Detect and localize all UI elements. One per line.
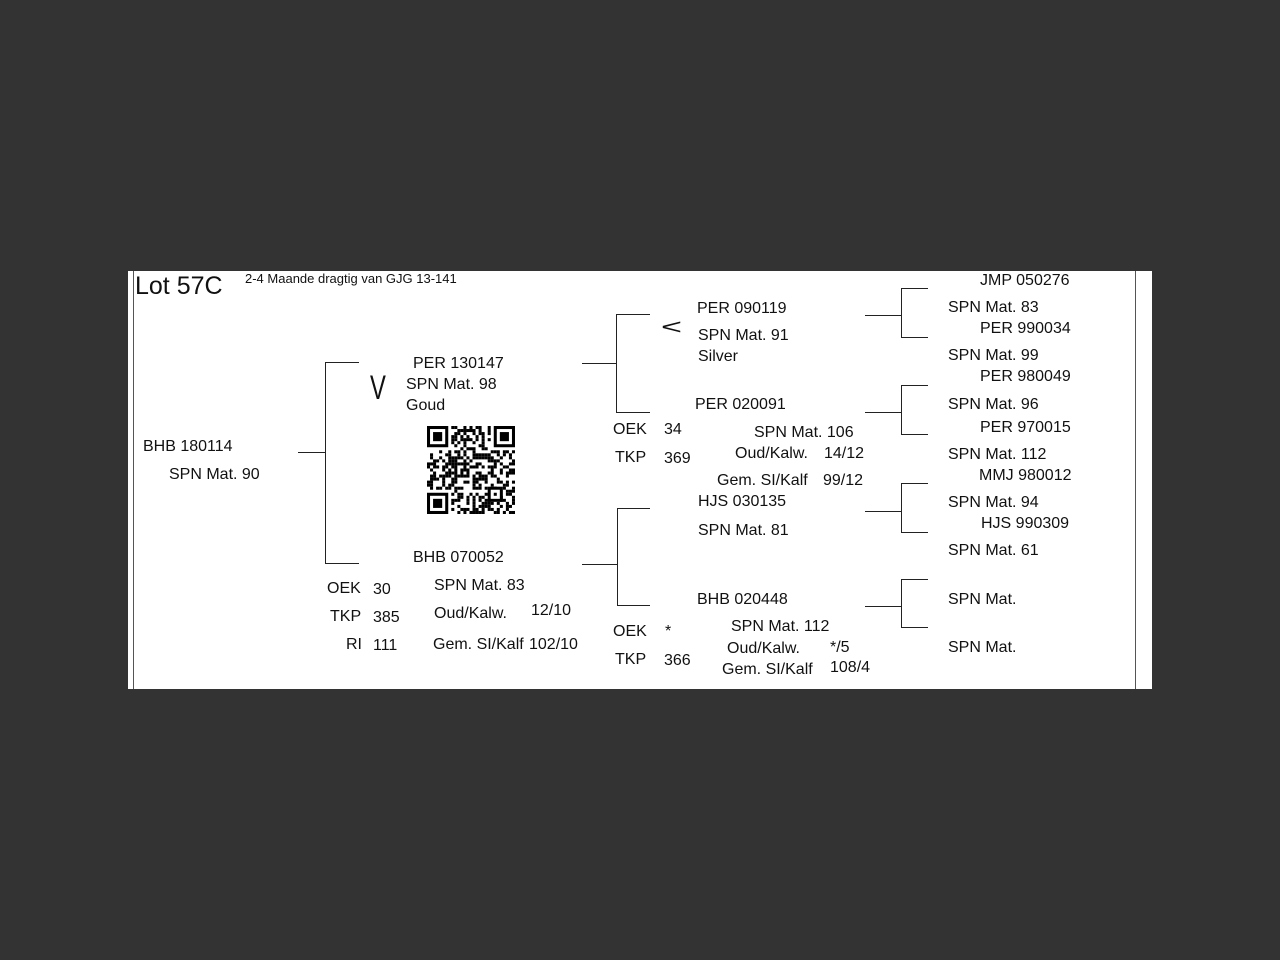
dam-stat-label: OEK (327, 580, 361, 597)
pedigree-card: Lot 57C 2-4 Maande dragtig van GJG 13-14… (128, 271, 1152, 689)
connector-line (325, 362, 359, 363)
sire-mat: SPN Mat. 98 (406, 376, 497, 393)
ggp-mat: SPN Mat. 61 (948, 542, 1039, 559)
dd-stat-value: * (665, 623, 672, 640)
sd-stat-value: 369 (664, 450, 691, 467)
connector-line (901, 532, 928, 533)
dd-stat-label: TKP (615, 651, 647, 668)
ss-award: Silver (698, 348, 739, 365)
sd-oud-value: 14/12 (824, 445, 865, 462)
dam-stat-value: 111 (373, 637, 398, 654)
connector-line (901, 434, 928, 435)
connector-line (865, 412, 901, 413)
sire-award: Goud (406, 397, 446, 414)
connector-line (616, 412, 650, 413)
connector-line (616, 314, 650, 315)
ds-id: HJS 030135 (698, 493, 787, 510)
connector-line (901, 288, 928, 289)
connector-line (901, 483, 928, 484)
connector-line (617, 508, 618, 605)
dam-gem-label: Gem. SI/Kalf (433, 636, 524, 653)
dam-oud-label: Oud/Kalw. (434, 605, 507, 622)
connector-line (617, 605, 650, 606)
dam-stat-value: 30 (373, 581, 391, 598)
dd-gem-label: Gem. SI/Kalf (722, 661, 813, 678)
lot-subtitle: 2-4 Maande dragtig van GJG 13-141 (245, 271, 457, 286)
connector-line (901, 288, 902, 338)
connector-line (325, 362, 326, 564)
dam-id: BHB 070052 (413, 549, 504, 566)
dam-mat: SPN Mat. 83 (434, 577, 525, 594)
dd-stat-label: OEK (613, 623, 647, 640)
lot-title: Lot 57C (135, 272, 223, 300)
connector-line (865, 511, 901, 512)
connector-line (901, 627, 928, 628)
sire-symbol: V (370, 369, 386, 407)
connector-line (901, 385, 928, 386)
sd-gem-label: Gem. SI/Kalf (717, 472, 808, 489)
connector-line (298, 452, 325, 453)
connector-line (582, 363, 616, 364)
connector-line (901, 579, 928, 580)
dam-stat-label: RI (346, 636, 362, 653)
ggp-sire-id: PER 990034 (980, 320, 1071, 337)
sd-stat-value: 34 (664, 421, 682, 438)
ggp-sire-id: HJS 990309 (981, 515, 1070, 532)
ggp-mat: SPN Mat. (948, 591, 1017, 608)
dd-mat: SPN Mat. 112 (731, 618, 830, 635)
connector-line (582, 564, 617, 565)
ggp-mat: SPN Mat. 83 (948, 299, 1039, 316)
qr-code (427, 426, 515, 514)
ggp-sire-id: PER 980049 (980, 368, 1071, 385)
sd-id: PER 020091 (695, 396, 786, 413)
ss-mat: SPN Mat. 91 (698, 327, 789, 344)
dd-oud-label: Oud/Kalw. (727, 640, 800, 657)
left-edge-line (133, 271, 134, 689)
connector-line (901, 385, 902, 435)
dd-stat-value: 366 (664, 652, 691, 669)
ss-id: PER 090119 (697, 300, 787, 317)
connector-line (865, 606, 901, 607)
sd-stat-label: OEK (613, 421, 647, 438)
subject-id: BHB 180114 (143, 438, 233, 455)
sd-oud-label: Oud/Kalw. (735, 445, 808, 462)
ggp-mat: SPN Mat. 99 (948, 347, 1039, 364)
connector-line (901, 579, 902, 628)
connector-line (325, 563, 359, 564)
sd-mat: SPN Mat. 106 (754, 424, 854, 441)
connector-line (616, 314, 617, 412)
dd-oud-value: */5 (830, 639, 850, 656)
dd-gem-value: 108/4 (830, 659, 871, 676)
dd-id: BHB 020448 (697, 591, 788, 608)
ggp-sire-id: MMJ 980012 (979, 467, 1072, 484)
ds-mat: SPN Mat. 81 (698, 522, 789, 539)
dam-stat-value: 385 (373, 609, 400, 626)
ggp-mat: SPN Mat. 94 (948, 494, 1039, 511)
dam-gem-value: 102/10 (529, 636, 578, 653)
connector-line (901, 337, 928, 338)
dam-stat-label: TKP (330, 608, 362, 625)
ggp-sire-id: JMP 050276 (980, 272, 1070, 289)
connector-line (865, 315, 901, 316)
ggp-mat: SPN Mat. (948, 639, 1017, 656)
sd-gem-value: 99/12 (823, 472, 864, 489)
ggp-mat: SPN Mat. 96 (948, 396, 1039, 413)
right-edge-line (1135, 271, 1136, 689)
sd-stat-label: TKP (615, 449, 647, 466)
ss-symbol: < (661, 314, 683, 339)
ggp-mat: SPN Mat. 112 (948, 446, 1047, 463)
ggp-sire-id: PER 970015 (980, 419, 1071, 436)
connector-line (901, 483, 902, 533)
dam-oud-value: 12/10 (531, 602, 572, 619)
sire-id: PER 130147 (413, 355, 504, 372)
subject-mat: SPN Mat. 90 (169, 466, 260, 483)
connector-line (617, 508, 650, 509)
